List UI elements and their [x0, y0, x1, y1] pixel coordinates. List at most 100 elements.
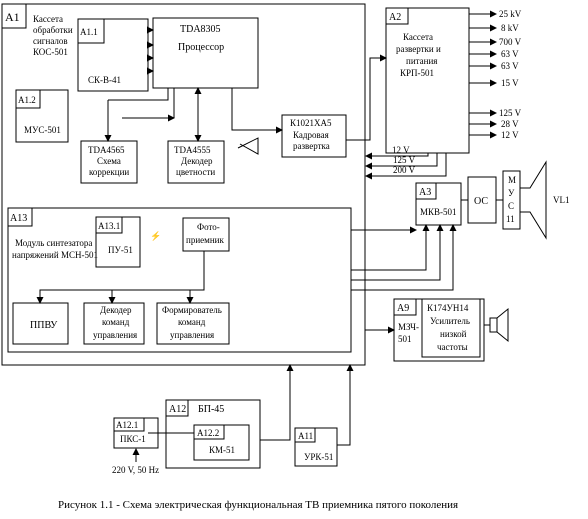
a2-name-3: питания — [406, 56, 437, 66]
a11-id: А1.1 — [80, 27, 98, 37]
a9-name-1: МЗЧ- — [398, 322, 419, 332]
speaker-icon — [484, 307, 509, 343]
a2-name-1: Кассета — [403, 32, 433, 42]
a121-id: А12.1 — [116, 420, 138, 430]
processor-chip: TDA8305 — [180, 24, 221, 35]
a12-id: А1.2 — [18, 95, 36, 105]
a9-block: А9 МЗЧ- 501 К174УН14 Усилитель низкой ча… — [393, 298, 485, 362]
a11b-block: А11 УРК-51 — [294, 427, 338, 467]
dec-name-1: Декодер — [181, 156, 213, 166]
supply-1: 125 V — [393, 155, 416, 165]
kadr-name-1: Кадровая — [293, 130, 329, 140]
a2-name-2: развертки и — [396, 44, 441, 54]
a9-name-2: 501 — [398, 334, 412, 344]
a3-block: А3 МКВ-501 — [415, 182, 462, 226]
a1-title-2: обработки — [33, 25, 73, 35]
a2-out-5: 15 V — [501, 78, 519, 88]
dec-name-2: цветности — [176, 167, 215, 177]
mains-label: 220 V, 50 Hz — [112, 465, 159, 475]
ppvu: ППВУ — [30, 320, 58, 331]
a13-title-1: Модуль синтезатора — [15, 238, 92, 248]
processor-name: Процессор — [178, 42, 224, 53]
a2-out-8: 12 V — [501, 130, 519, 140]
a9-chip: К174УН14 — [427, 303, 469, 313]
figure-caption: Рисунок 1.1 - Схема электрическая функци… — [58, 499, 458, 511]
mus-block: М У С 11 — [502, 170, 521, 230]
a12-name: МУС-501 — [24, 125, 61, 135]
a13-id: А13 — [10, 213, 27, 224]
mus-3: 11 — [506, 214, 515, 224]
oc-label: ОС — [474, 196, 488, 207]
kadr-chip: К1021ХА5 — [290, 118, 332, 128]
a2-out-2: 700 V — [499, 37, 522, 47]
a2-out-4: 63 V — [501, 61, 519, 71]
a12-power-supply: А12 БП-45 А12.2 КМ-51 — [165, 399, 261, 469]
a11b-name: УРК-51 — [304, 452, 333, 462]
a122-id: А12.2 — [197, 428, 219, 438]
a3-id: А3 — [419, 187, 431, 198]
former-1: Формирователь — [162, 305, 222, 315]
a2-out-3: 63 V — [501, 49, 519, 59]
a121-block: А12.1 ПКС-1 220 V, 50 Hz — [112, 417, 194, 475]
former-3: управления — [170, 330, 214, 340]
a12b-id: А12 — [169, 404, 186, 415]
a9-amp-2: низкой — [440, 329, 467, 339]
mus-0: М — [508, 175, 516, 185]
a2-out-7: 28 V — [501, 119, 519, 129]
frame-scan-block: К1021ХА5 Кадровая развертка — [281, 114, 347, 158]
deccmd-3: управления — [93, 330, 137, 340]
deccmd-1: Декодер — [100, 305, 132, 315]
oc-block: ОС — [467, 176, 497, 224]
connections: ⚡ — [36, 26, 457, 446]
a131-id: А13.1 — [98, 221, 120, 231]
a2-out-1: 8 kV — [501, 23, 519, 33]
a2-name-4: КРП-501 — [400, 68, 434, 78]
corr-chip: TDA4565 — [88, 145, 125, 155]
crt-tube: VL1 — [461, 160, 570, 240]
a122-name: КМ-51 — [209, 445, 235, 455]
supply-lines: 12 V 125 V 200 V — [365, 145, 447, 180]
a1-frame — [1, 3, 366, 366]
a13-title-2: напряжений МСН-501 — [12, 250, 98, 260]
a9-id: А9 — [397, 303, 409, 314]
a3-name: МКВ-501 — [420, 207, 457, 217]
mus-1: У — [508, 188, 515, 198]
corr-name-2: коррекции — [89, 167, 129, 177]
processor-block: TDA8305 Процессор — [152, 17, 259, 89]
a9-amp-3: частоты — [437, 342, 468, 352]
a2-out-6: 125 V — [499, 108, 522, 118]
supply-0: 12 V — [392, 145, 410, 155]
a2-id: А2 — [389, 12, 401, 23]
a1-cassette: А1 Кассета обработки сигналов КОС-501 — [1, 3, 366, 366]
mus-2: С — [508, 201, 514, 211]
a2-out-0: 25 kV — [499, 9, 522, 19]
vl-label: VL1 — [553, 195, 570, 205]
a2-outputs: 25 kV 8 kV 700 V 63 V 63 V 15 V 125 V 28… — [469, 9, 522, 140]
a12-block: А1.2 МУС-501 — [15, 89, 69, 143]
a13-module: А13 Модуль синтезатора напряжений МСН-50… — [7, 207, 352, 353]
a11b-id: А11 — [298, 431, 313, 441]
dec-chip: TDA4555 — [174, 145, 211, 155]
color-decoder-block: TDA4555 Декодер цветности — [167, 140, 225, 184]
a2-cassette: А2 Кассета развертки и питания КРП-501 — [385, 7, 470, 154]
a1-id: А1 — [5, 10, 20, 24]
kadr-name-2: развертка — [293, 141, 330, 151]
corr-name-1: Схема — [97, 156, 121, 166]
a1-title-3: сигналов — [33, 36, 68, 46]
correction-block: TDA4565 Схема коррекции — [80, 140, 138, 184]
a1-id-box — [1, 3, 27, 29]
photo-2: приемник — [186, 235, 224, 245]
supply-2: 200 V — [393, 165, 416, 175]
a11-block: А1.1 СК-В-41 — [77, 18, 149, 92]
a1-title-4: КОС-501 — [33, 47, 68, 57]
a1-title-1: Кассета — [33, 14, 63, 24]
photo-1: Фото- — [197, 222, 220, 232]
former-2: команд — [178, 317, 206, 327]
deccmd-2: команд — [102, 317, 130, 327]
a131-name: ПУ-51 — [108, 245, 133, 255]
ir-zigzag: ⚡ — [150, 230, 161, 242]
a121-name: ПКС-1 — [120, 434, 146, 444]
a11-name: СК-В-41 — [88, 75, 121, 85]
a12b-name: БП-45 — [198, 404, 224, 415]
